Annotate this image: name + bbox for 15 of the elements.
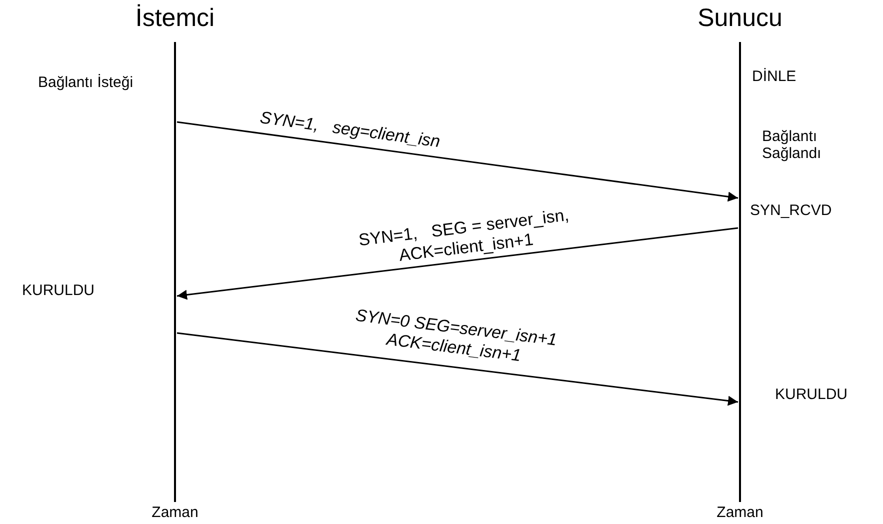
edge-label: SYN=1, SEG = server_isn, ACK=client_isn+1	[356, 204, 571, 267]
state-label: KURULDU	[775, 386, 848, 403]
state-label: Bağlantı Sağlandı	[762, 128, 822, 162]
message-arrow	[176, 227, 738, 300]
state-label: KURULDU	[22, 282, 95, 299]
state-label: SYN_RCVD	[750, 202, 832, 219]
state-label: DİNLE	[752, 68, 796, 85]
message-arrow	[176, 121, 738, 202]
participant-title: İstemci	[134, 4, 216, 33]
message-arrow	[176, 332, 738, 406]
time-label: Zaman	[716, 504, 764, 521]
state-label: Bağlantı İsteği	[38, 74, 134, 91]
edge-label: SYN=1, seg=client_isn	[258, 106, 442, 154]
participant-title: Sunucu	[696, 4, 784, 33]
time-label: Zaman	[150, 504, 200, 521]
